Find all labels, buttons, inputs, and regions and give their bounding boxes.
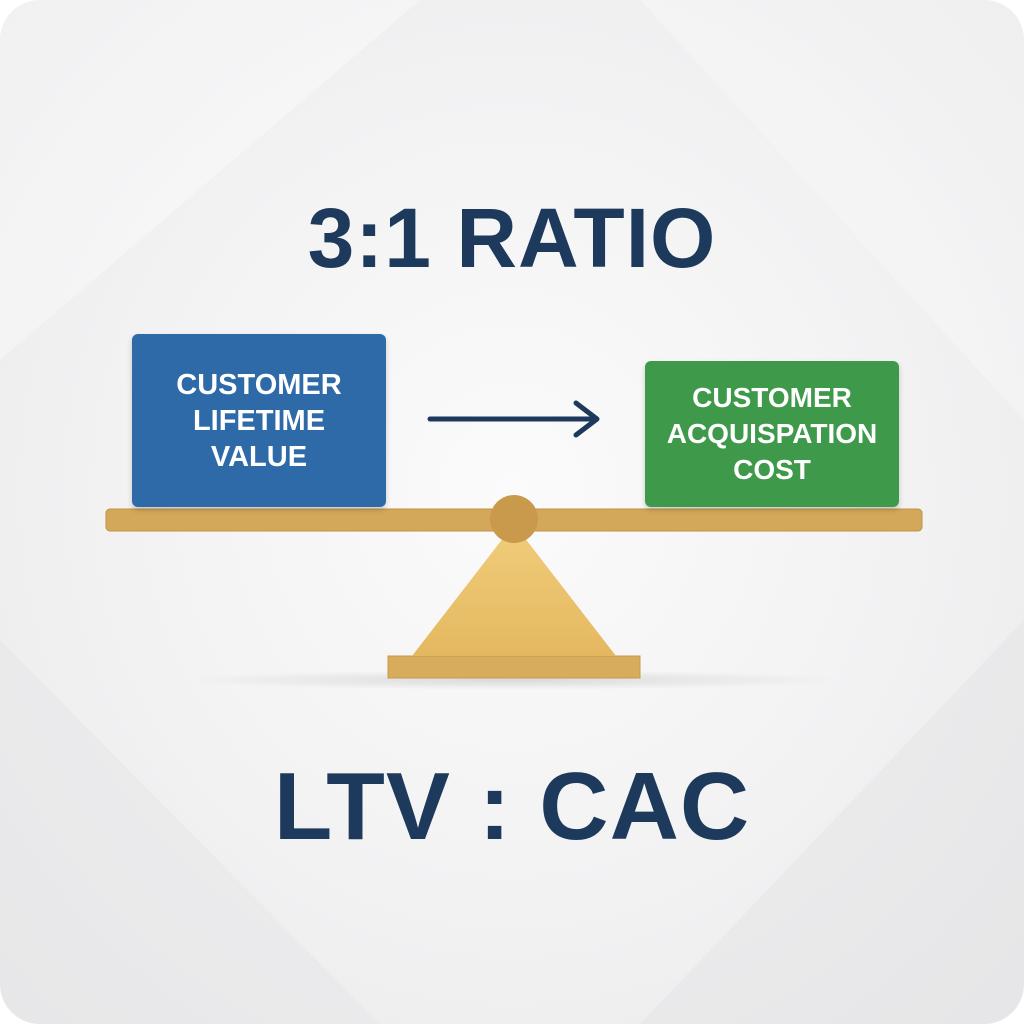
ltv-box: CUSTOMER LIFETIME VALUE bbox=[132, 334, 386, 507]
pivot-knob bbox=[490, 495, 538, 543]
arrow-right-icon bbox=[427, 400, 600, 438]
ratio-title: 3:1 RATIO bbox=[307, 191, 717, 285]
ltv-label: CUSTOMER LIFETIME VALUE bbox=[176, 368, 342, 473]
fulcrum-triangle bbox=[412, 524, 616, 656]
cac-box: CUSTOMER ACQUISPATION COST bbox=[645, 361, 899, 507]
floor-shadow bbox=[182, 670, 842, 690]
cac-label: CUSTOMER ACQUISPATION COST bbox=[666, 382, 878, 485]
fulcrum-base bbox=[387, 655, 641, 679]
ltv-cac-formula: LTV : CAC bbox=[273, 753, 751, 860]
